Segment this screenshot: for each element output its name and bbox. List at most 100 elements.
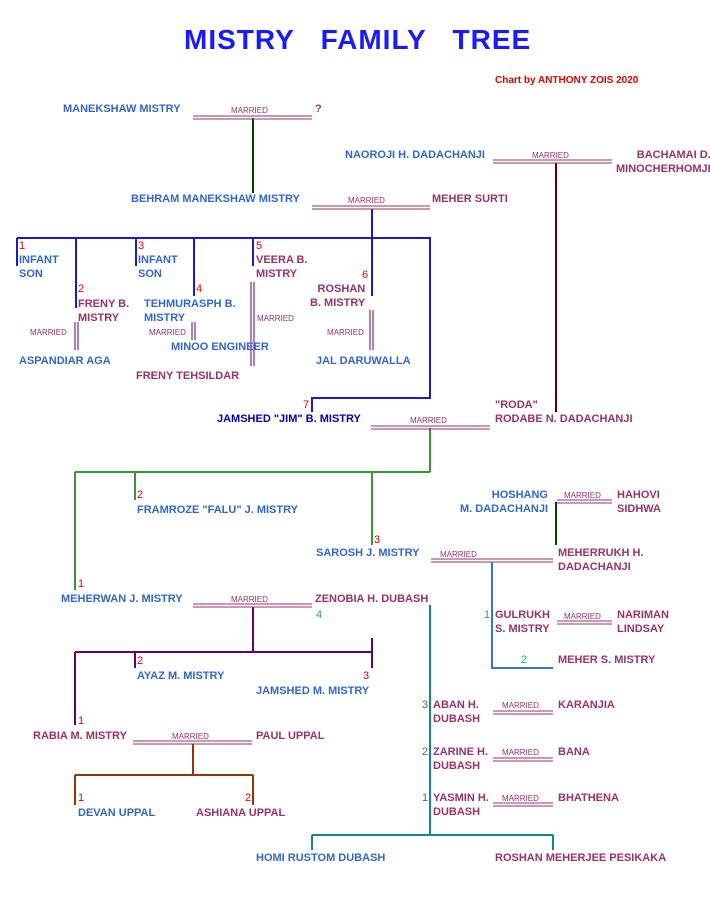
birth-order: 1	[422, 792, 429, 804]
person-infant-son-3: INFANT SON	[138, 254, 178, 280]
person-zarine: ZARINE H. DUBASH	[433, 746, 488, 772]
birth-order: 3	[374, 534, 381, 546]
birth-order: 1	[78, 792, 85, 804]
line-tehmurasph-minoo	[191, 322, 196, 340]
line-meherwan-children	[74, 607, 373, 725]
person-bachamai: BACHAMAI D. MINOCHERHOMJI	[616, 149, 710, 175]
birth-order: 3	[363, 670, 370, 682]
person-naoroji: NAOROJI H. DADACHANJI	[345, 149, 485, 161]
married-label: MARRIED	[502, 794, 539, 803]
married-label: MARRIED	[172, 732, 209, 741]
married-label: MARRIED	[327, 328, 364, 337]
married-label: MARRIED	[564, 491, 601, 500]
person-homi: HOMI RUSTOM DUBASH	[256, 852, 386, 864]
birth-order: 3	[138, 240, 145, 252]
birth-order: 2	[245, 792, 252, 804]
birth-order: 1	[484, 609, 491, 621]
person-yasmin: YASMIN H. DUBASH	[433, 792, 489, 818]
person-manekshaw: MANEKSHAW MISTRY	[63, 103, 181, 115]
person-freny-t: FRENY TEHSILDAR	[136, 370, 240, 382]
marriage-bar	[493, 802, 553, 807]
married-label: MARRIED	[30, 328, 67, 337]
married-label: MARRIED	[564, 612, 601, 621]
person-devan: DEVAN UPPAL	[78, 807, 156, 819]
married-label: MARRIED	[440, 550, 477, 559]
birth-order: 2	[137, 489, 144, 501]
person-rabia: RABIA M. MISTRY	[33, 730, 127, 742]
person-infant-son-1: INFANT SON	[19, 254, 59, 280]
married-label: MARRIED	[532, 151, 569, 160]
marriage-bar	[431, 558, 553, 563]
person-hahovi: HAHOVI SIDHWA	[617, 489, 661, 515]
person-behram: BEHRAM MANEKSHAW MISTRY	[131, 193, 300, 205]
person-manekshaw-spouse: ?	[315, 103, 322, 115]
birth-order: 4	[316, 609, 323, 621]
marriage-bar	[557, 620, 612, 625]
married-label: MARRIED	[231, 106, 268, 115]
person-jal: JAL DARUWALLA	[316, 355, 411, 367]
married-label: MARRIED	[410, 416, 447, 425]
person-jamshed-jim: JAMSHED "JIM" B. MISTRY	[217, 413, 361, 425]
person-roshan-b: ROSHAN B. MISTRY	[310, 283, 366, 309]
person-karanjia: KARANJIA	[558, 699, 615, 711]
person-veera: VEERA B. MISTRY	[256, 254, 308, 280]
person-gulrukh: GULRUKH S. MISTRY	[495, 609, 550, 635]
person-nariman: NARIMAN LINDSAY	[617, 609, 669, 635]
birth-order: 4	[196, 283, 203, 295]
person-meher-s: MEHER S. MISTRY	[558, 654, 656, 666]
married-label: MARRIED	[149, 328, 186, 337]
birth-order: 2	[422, 746, 429, 758]
married-label: MARRIED	[502, 748, 539, 757]
person-meherrukh: MEHERRUKH H. DADACHANJI	[558, 547, 644, 573]
married-label: MARRIED	[502, 701, 539, 710]
line-veera-freny	[250, 282, 255, 366]
person-ayaz: AYAZ M. MISTRY	[137, 670, 225, 682]
birth-order: 7	[303, 399, 310, 411]
birth-order: 6	[362, 269, 369, 281]
marriage-bar	[557, 499, 612, 504]
birth-order: 1	[78, 715, 85, 727]
person-tehmurasph: TEHMURASPH B. MISTRY	[144, 298, 236, 324]
person-hoshang: HOSHANG M. DADACHANJI	[460, 489, 548, 515]
person-minoo: MINOO ENGINEER	[171, 341, 269, 353]
birth-order: 2	[78, 283, 85, 295]
marriage-bar	[193, 603, 312, 608]
person-roshan-p: ROSHAN MEHERJEE PESIKAKA	[495, 852, 667, 864]
birth-order: 5	[256, 240, 263, 252]
person-paul: PAUL UPPAL	[256, 730, 325, 742]
birth-order: 1	[19, 240, 26, 252]
line-behram-children	[16, 209, 431, 412]
person-freny-b: FRENY B. MISTRY	[78, 298, 130, 324]
chart-credit: Chart by ANTHONY ZOIS 2020	[495, 75, 639, 86]
married-label: MARRIED	[257, 314, 294, 323]
connector-lines	[16, 118, 557, 850]
birth-order: 2	[137, 655, 144, 667]
marriage-bar	[371, 425, 490, 430]
marriage-bar	[312, 205, 430, 210]
marriage-bars	[133, 115, 612, 807]
birth-order: 1	[78, 578, 85, 590]
line-sarosh-children	[491, 562, 553, 669]
marriage-bar	[493, 757, 553, 762]
person-ashiana: ASHIANA UPPAL	[196, 807, 286, 819]
line-jim-children	[74, 428, 431, 590]
person-sarosh: SAROSH J. MISTRY	[316, 547, 420, 559]
birth-order: 3	[422, 699, 429, 711]
person-meherwan: MEHERWAN J. MISTRY	[61, 593, 183, 605]
person-aban: ABAN H. DUBASH	[433, 699, 481, 725]
person-jamshed-m: JAMSHED M. MISTRY	[256, 685, 370, 697]
line-freny-aspandiar	[74, 322, 79, 350]
line-zenobia-children	[311, 605, 554, 850]
married-label: MARRIED	[348, 196, 385, 205]
marriage-bar	[493, 710, 553, 715]
person-aspandiar: ASPANDIAR AGA	[19, 355, 111, 367]
line-rabia-children	[74, 744, 254, 805]
marriage-bar	[193, 115, 312, 120]
line-roshan-jal	[369, 310, 374, 350]
person-bhathena: BHATHENA	[558, 792, 619, 804]
person-rodabe: "RODA" RODABE N. DADACHANJI	[495, 399, 633, 425]
marriage-bar	[493, 159, 612, 164]
person-bana: BANA	[558, 746, 590, 758]
person-framroze: FRAMROZE "FALU" J. MISTRY	[137, 504, 298, 516]
